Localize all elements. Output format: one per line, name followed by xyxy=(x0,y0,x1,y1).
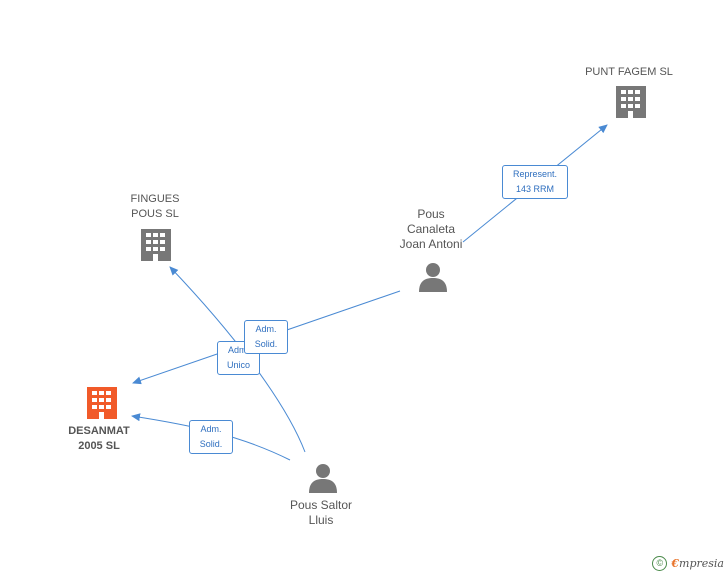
node-label-desanmat: DESANMAT 2005 SL xyxy=(29,424,169,454)
edge-label-line: Adm. xyxy=(227,345,249,355)
node-label-pous-canaleta: Pous Canaleta Joan Antoni xyxy=(361,207,501,252)
edge-label-line: Adm. xyxy=(200,424,222,434)
edge-label-line: Solid. xyxy=(254,339,278,349)
label-line: PUNT FAGEM SL xyxy=(585,66,673,78)
brand-logo: €mpresia xyxy=(671,557,724,570)
brand-logo-initial: € xyxy=(671,557,680,570)
edge-label-line: Solid. xyxy=(199,439,223,449)
label-line: DESANMAT xyxy=(68,425,130,437)
edge-label-adm-solid-top[interactable]: Adm. Solid. xyxy=(244,320,288,354)
edge-label-adm-solid-bottom[interactable]: Adm. Solid. xyxy=(189,420,233,454)
edge-label-adm-unico[interactable]: Adm. Unico xyxy=(217,341,260,375)
node-label-punt-fagem: PUNT FAGEM SL xyxy=(559,65,699,80)
edge-label-line: Adm. xyxy=(255,324,277,334)
building-icon xyxy=(141,229,171,261)
label-line: FINGUES xyxy=(130,193,180,205)
edge-label-represent[interactable]: Represent. 143 RRM xyxy=(502,165,568,199)
person-icon xyxy=(309,464,337,493)
node-label-pous-saltor: Pous Saltor Lluis xyxy=(251,498,391,528)
footer-watermark: © €mpresia xyxy=(652,556,724,571)
brand-logo-rest: mpresia xyxy=(679,557,724,570)
label-line: Pous xyxy=(417,207,445,221)
node-label-fingues: FINGUES POUS SL xyxy=(85,192,225,222)
copyright-icon: © xyxy=(652,556,668,571)
label-line: POUS SL xyxy=(131,208,179,220)
label-line: Canaleta xyxy=(406,222,456,236)
edge-label-line: 143 RRM xyxy=(515,184,554,194)
label-line: 2005 SL xyxy=(78,440,120,452)
edge-label-line: Represent. xyxy=(512,169,558,179)
building-icon xyxy=(616,86,646,118)
label-line: Joan Antoni xyxy=(399,237,463,251)
building-icon-highlight xyxy=(87,387,117,419)
label-line: Pous Saltor xyxy=(289,498,353,512)
person-icon xyxy=(419,263,447,292)
label-line: Lluis xyxy=(308,513,334,527)
edge-label-line: Unico xyxy=(226,360,250,370)
